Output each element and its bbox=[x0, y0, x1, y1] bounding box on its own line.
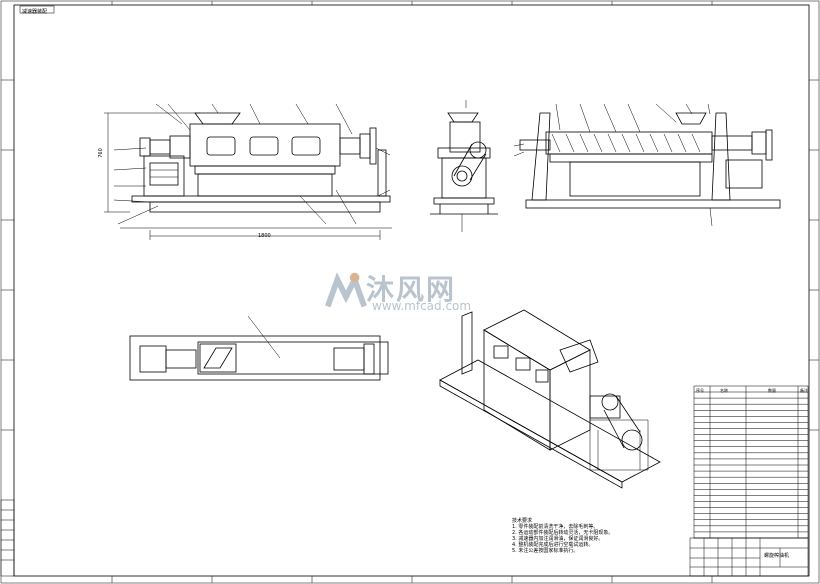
dim-length: 1800 bbox=[258, 233, 271, 239]
watermark-brand: 沐风网 bbox=[366, 273, 457, 306]
bom-table bbox=[693, 385, 809, 539]
note-line: 5. 未注公差按国家标准执行。 bbox=[512, 548, 579, 554]
mfcad-logo-icon bbox=[325, 272, 367, 308]
title-block bbox=[689, 537, 809, 577]
notes-title: 技术要求 bbox=[512, 518, 533, 524]
inner-border bbox=[13, 4, 810, 577]
note-line: 1. 零件装配前清洗干净，去除毛刺等。 bbox=[512, 524, 599, 530]
front-view bbox=[104, 103, 392, 240]
technical-notes: 技术要求 1. 零件装配前清洗干净，去除毛刺等。 2. 各运动部件装配后转动灵活… bbox=[512, 518, 662, 554]
bom-header-name: 名称 bbox=[720, 388, 728, 393]
section-view bbox=[513, 103, 781, 227]
corner-tag-box bbox=[19, 5, 55, 14]
bom-header-no: 序号 bbox=[696, 388, 704, 393]
bom-header-note: 备注 bbox=[800, 388, 808, 393]
note-line: 3. 减速器内加注润滑油，保证润滑良好。 bbox=[512, 536, 604, 542]
side-view bbox=[430, 100, 498, 232]
watermark-url: www.mfcad.com bbox=[372, 299, 472, 313]
title-block-name: 螺旋榨油机 bbox=[764, 553, 790, 559]
note-line: 2. 各运动部件装配后转动灵活，无卡阻现象。 bbox=[512, 530, 614, 536]
corner-tag: 减速器装配 bbox=[22, 9, 48, 15]
isometric-view bbox=[439, 309, 661, 489]
left-margin-table bbox=[0, 499, 15, 577]
bom-rows bbox=[694, 391, 808, 539]
note-line: 4. 整机装配完成后进行空载试运转。 bbox=[512, 542, 594, 548]
dim-height: 760 bbox=[97, 148, 104, 158]
bom-header-qty: 数量 bbox=[768, 388, 776, 393]
top-view bbox=[129, 315, 389, 381]
